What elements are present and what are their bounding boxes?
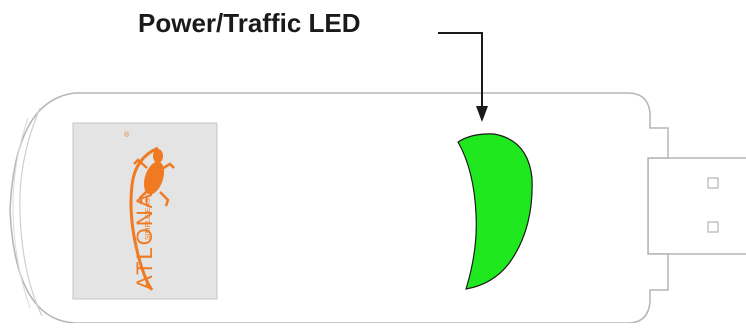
callout-arrow [438,32,488,122]
registered-mark: ® [124,131,130,139]
callout-leader-line [438,32,483,110]
usb-plug-hole-bottom [707,221,719,233]
dongle-edge-highlight [19,107,43,317]
callout-arrowhead-icon [476,106,488,122]
brand-wordmark: ATLONA [132,192,157,290]
usb-connector [647,157,746,255]
label-sticker [72,122,218,300]
dongle-edge-bevel [12,117,31,309]
usb-plug-hole-top [707,177,719,189]
brand-tagline: SIMPLE EASY [145,193,152,240]
led-callout-label: Power/Traffic LED [138,8,361,38]
usb-plug-metal [647,157,746,255]
gecko-logo-icon [129,146,175,291]
label-panel: ® ATLONA SIMPLE EASY [72,122,218,300]
power-traffic-led [457,133,533,290]
